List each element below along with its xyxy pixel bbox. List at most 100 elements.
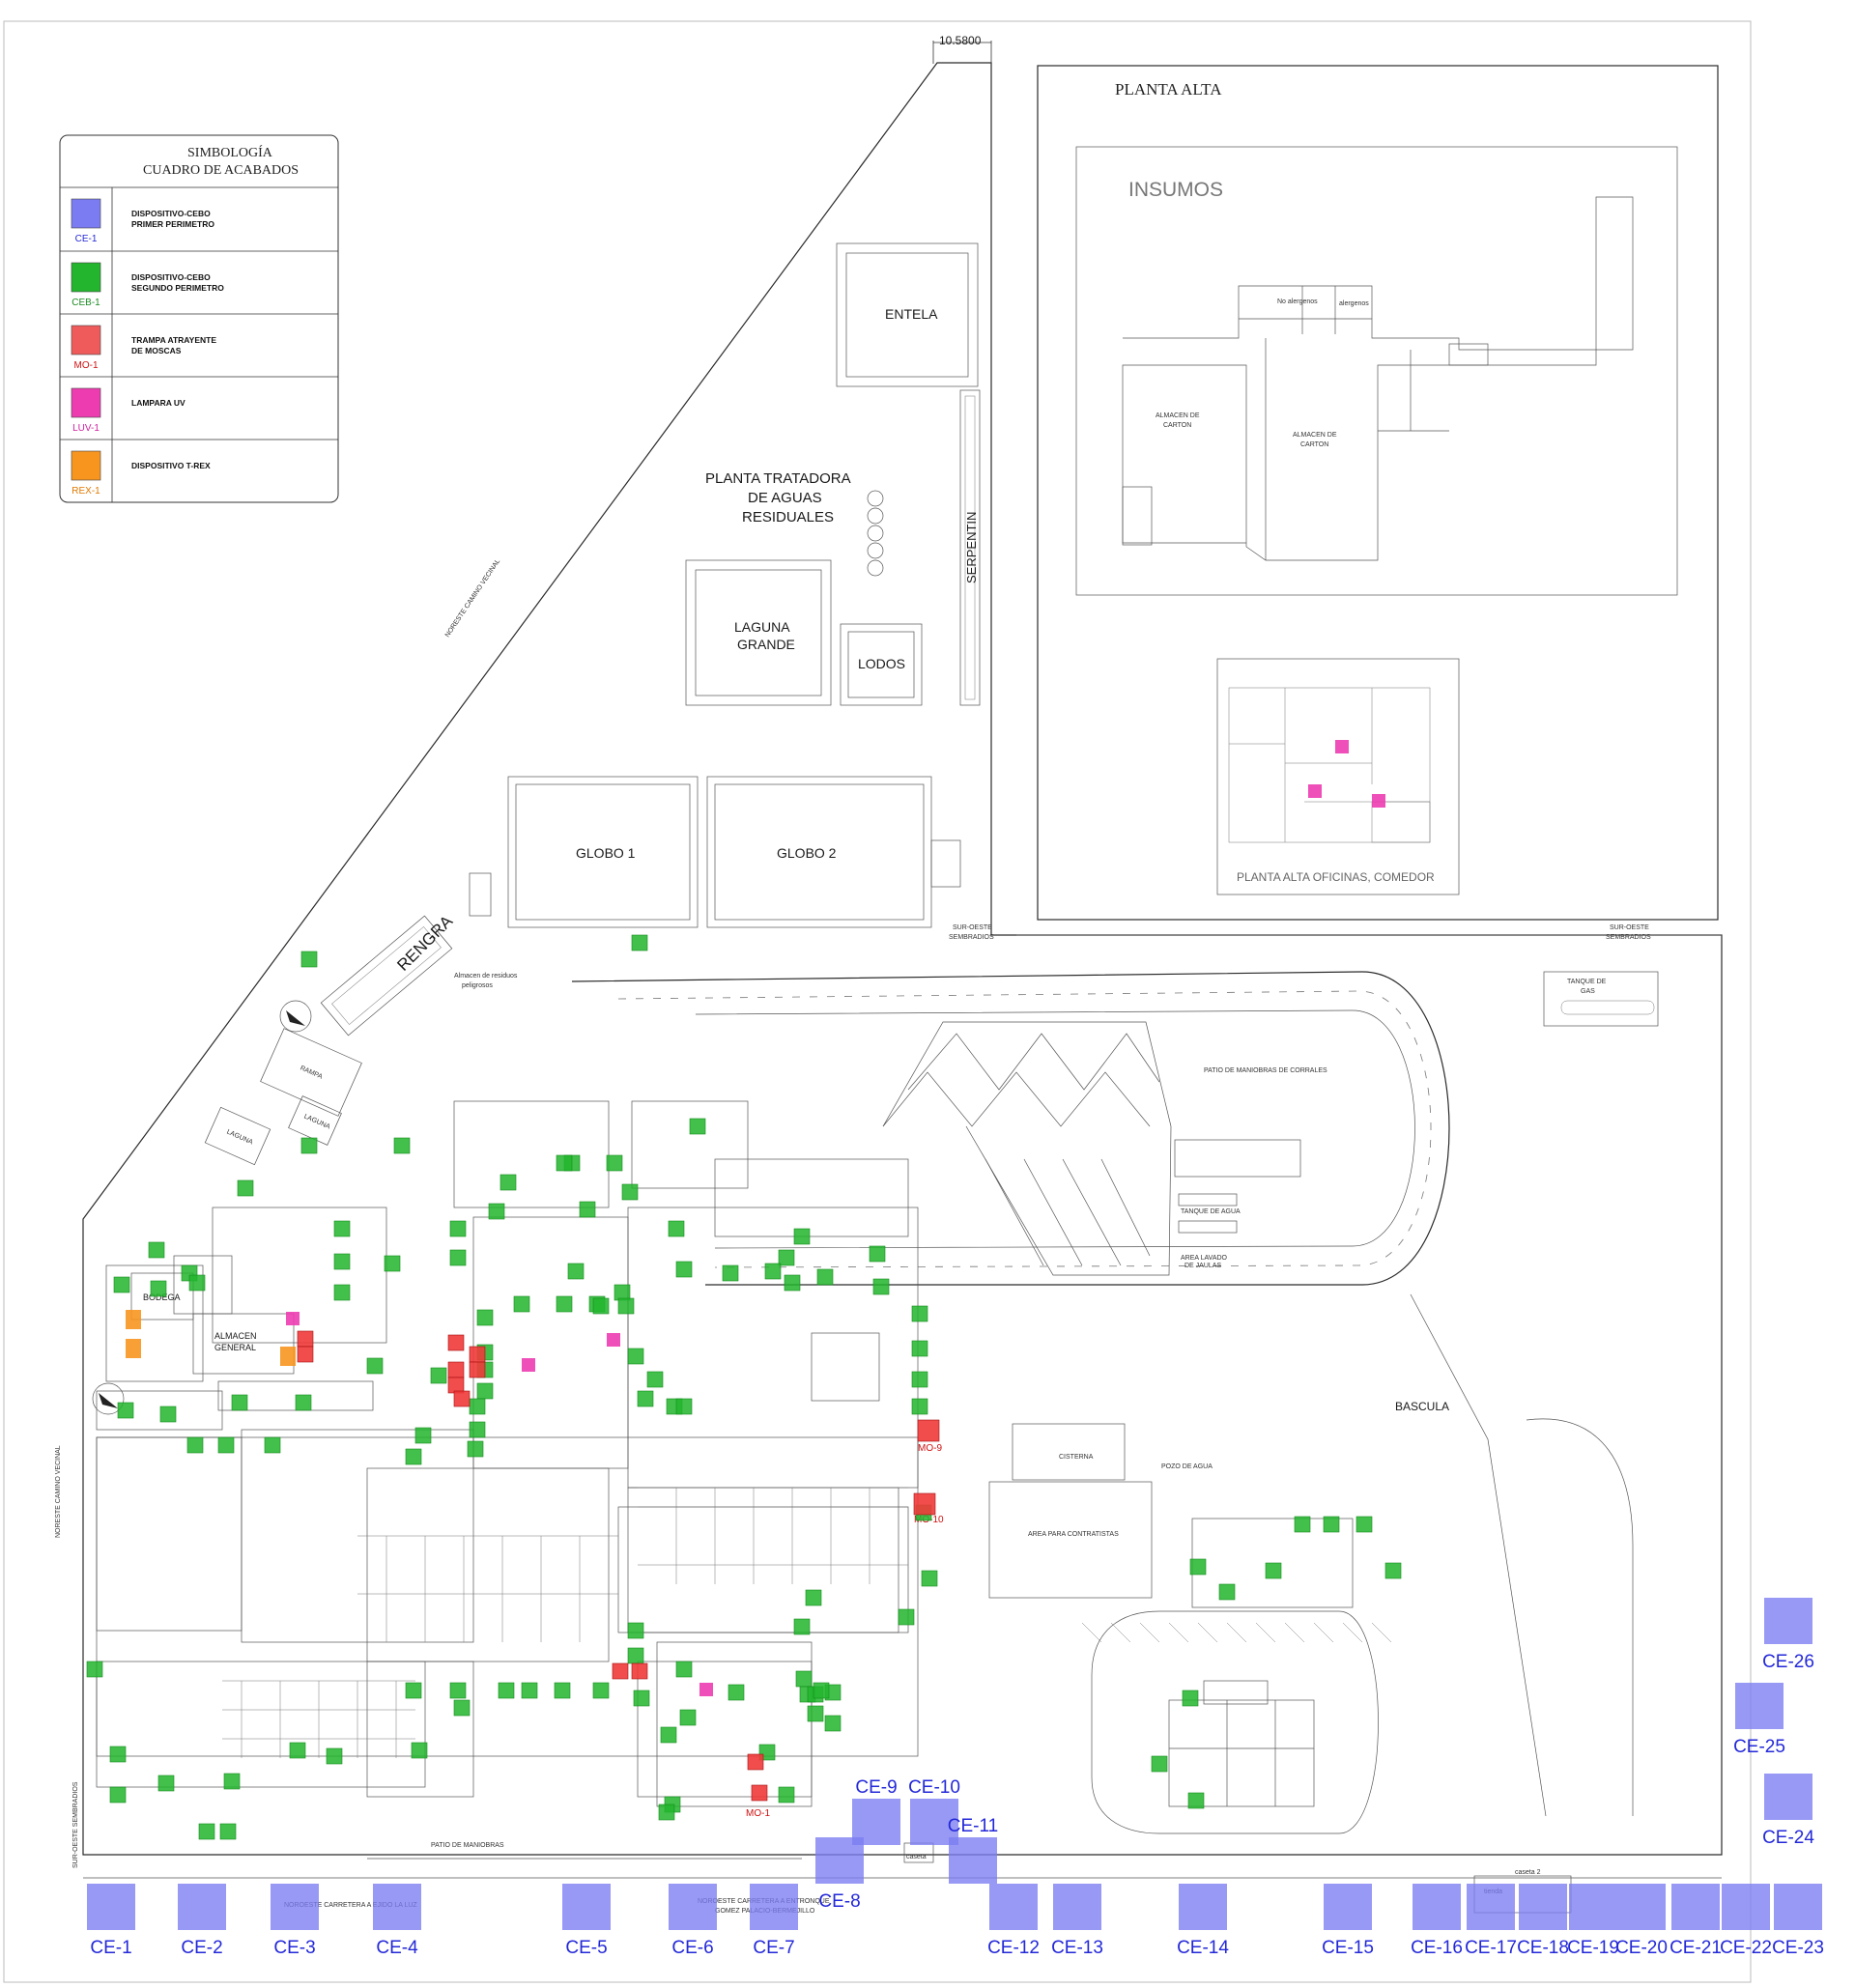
ce-device-4[interactable]: CE-4 <box>373 1884 421 1958</box>
mo-trap-2[interactable] <box>469 1346 486 1363</box>
ce-device-22[interactable]: CE-22 <box>1720 1884 1772 1958</box>
ceb-device-104[interactable] <box>521 1682 538 1699</box>
ceb-device-1[interactable] <box>300 951 318 968</box>
ceb-device-50[interactable] <box>911 1371 928 1388</box>
ceb-device-102[interactable] <box>449 1682 467 1699</box>
ce-device-13[interactable]: CE-13 <box>1051 1884 1103 1958</box>
ceb-device-68[interactable] <box>764 1263 782 1280</box>
mo-trap-3[interactable] <box>447 1361 465 1378</box>
ceb-device-13[interactable] <box>148 1241 165 1259</box>
ce-device-23[interactable]: CE-23 <box>1772 1884 1824 1958</box>
ceb-device-15[interactable] <box>113 1276 130 1293</box>
mo-trap-14[interactable] <box>751 1784 768 1802</box>
ceb-device-44[interactable] <box>231 1394 248 1411</box>
ceb-device-77[interactable] <box>627 1622 644 1639</box>
ceb-device-58[interactable] <box>579 1201 596 1218</box>
ceb-device-76[interactable] <box>675 1661 693 1678</box>
ceb-device-110[interactable] <box>1218 1583 1236 1601</box>
ceb-device-5[interactable] <box>237 1179 254 1197</box>
ceb-device-24[interactable] <box>449 1249 467 1266</box>
luv-lamp-7[interactable] <box>699 1683 713 1696</box>
ceb-device-53[interactable] <box>793 1228 811 1245</box>
ceb-device-111[interactable] <box>1265 1562 1282 1579</box>
ceb-device-91[interactable] <box>86 1661 103 1678</box>
ceb-device-106[interactable] <box>592 1682 610 1699</box>
ceb-device-6[interactable] <box>300 1137 318 1154</box>
ceb-device-19[interactable] <box>333 1253 351 1270</box>
ce-device-24[interactable]: CE-24 <box>1762 1774 1814 1848</box>
luv-lamp-4[interactable] <box>522 1358 535 1372</box>
ceb-device-28[interactable] <box>476 1309 494 1326</box>
ceb-device-116[interactable] <box>1182 1690 1199 1707</box>
ce-device-14[interactable]: CE-14 <box>1177 1884 1229 1958</box>
ceb-device-98[interactable] <box>289 1742 306 1759</box>
ceb-device-107[interactable] <box>453 1699 471 1717</box>
ceb-device-117[interactable] <box>1151 1755 1168 1773</box>
ceb-device-43[interactable] <box>264 1436 281 1454</box>
ceb-device-42[interactable] <box>217 1436 235 1454</box>
ceb-device-36[interactable] <box>366 1357 384 1375</box>
ce-device-21[interactable]: CE-21 <box>1670 1884 1722 1958</box>
rex-device-3[interactable] <box>280 1347 296 1366</box>
ce-device-3[interactable]: CE-3 <box>271 1884 319 1958</box>
ceb-device-96[interactable] <box>198 1823 215 1840</box>
ceb-device-62[interactable] <box>675 1398 693 1415</box>
ceb-device-79[interactable] <box>633 1690 650 1707</box>
ceb-device-3[interactable] <box>689 1118 706 1135</box>
ceb-device-18[interactable] <box>333 1220 351 1237</box>
ceb-device-66[interactable] <box>675 1261 693 1278</box>
ceb-device-35[interactable] <box>467 1440 484 1458</box>
ceb-device-47[interactable] <box>872 1278 890 1295</box>
ceb-device-81[interactable] <box>660 1726 677 1744</box>
ce-device-11[interactable]: CE-11 <box>948 1816 998 1884</box>
ce-device-26[interactable]: CE-26 <box>1762 1598 1814 1672</box>
ceb-device-37[interactable] <box>414 1427 432 1444</box>
ceb-device-83[interactable] <box>658 1803 675 1821</box>
ceb-device-65[interactable] <box>637 1390 654 1407</box>
ceb-device-108[interactable] <box>813 1682 830 1699</box>
mo-trap-6[interactable] <box>453 1390 471 1407</box>
ceb-device-33[interactable] <box>469 1398 486 1415</box>
ce-device-8[interactable]: CE-8 <box>815 1837 864 1912</box>
ce-device-19[interactable]: CE-19 <box>1567 1884 1619 1958</box>
ce-device-17[interactable]: CE-17 <box>1465 1884 1517 1958</box>
ceb-device-72[interactable] <box>805 1589 822 1606</box>
mo-trap-8[interactable] <box>297 1346 314 1363</box>
ceb-device-112[interactable] <box>1294 1516 1311 1533</box>
ceb-device-101[interactable] <box>405 1682 422 1699</box>
ceb-device-99[interactable] <box>326 1747 343 1765</box>
ceb-device-103[interactable] <box>498 1682 515 1699</box>
ceb-device-71[interactable] <box>898 1608 915 1626</box>
ceb-device-20[interactable] <box>333 1284 351 1301</box>
ceb-device-17[interactable] <box>188 1274 206 1292</box>
ce-device-6[interactable]: CE-6 <box>669 1884 717 1958</box>
ce-device-25[interactable]: CE-25 <box>1733 1683 1785 1757</box>
ceb-device-74[interactable] <box>795 1670 813 1688</box>
ceb-device-46[interactable] <box>869 1245 886 1263</box>
ceb-device-2[interactable] <box>631 934 648 951</box>
ceb-device-8[interactable] <box>499 1174 517 1191</box>
luv-lamp-1[interactable] <box>1335 740 1349 753</box>
ce-device-5[interactable]: CE-5 <box>562 1884 611 1958</box>
ceb-device-105[interactable] <box>554 1682 571 1699</box>
mo-trap-13[interactable] <box>747 1753 764 1771</box>
ce-device-20[interactable]: CE-20 <box>1615 1884 1668 1958</box>
luv-lamp-3[interactable] <box>1372 794 1385 808</box>
ce-device-16[interactable]: CE-16 <box>1411 1884 1463 1958</box>
ce-device-9[interactable]: CE-9 <box>852 1777 900 1845</box>
ceb-device-59[interactable] <box>592 1297 610 1315</box>
ceb-device-25[interactable] <box>556 1295 573 1313</box>
ceb-device-97[interactable] <box>219 1823 237 1840</box>
ce-device-2[interactable]: CE-2 <box>178 1884 226 1958</box>
rex-device-2[interactable] <box>126 1339 141 1358</box>
ceb-device-12[interactable] <box>668 1220 685 1237</box>
ceb-device-45[interactable] <box>295 1394 312 1411</box>
mo-trap-12[interactable] <box>631 1662 648 1680</box>
ceb-device-100[interactable] <box>411 1742 428 1759</box>
ceb-device-78[interactable] <box>627 1647 644 1664</box>
ceb-device-16[interactable] <box>150 1280 167 1297</box>
mo-trap-7[interactable] <box>297 1330 314 1348</box>
mo-trap-10[interactable] <box>913 1492 936 1516</box>
ceb-device-38[interactable] <box>405 1448 422 1465</box>
mo-trap-1[interactable] <box>447 1334 465 1351</box>
